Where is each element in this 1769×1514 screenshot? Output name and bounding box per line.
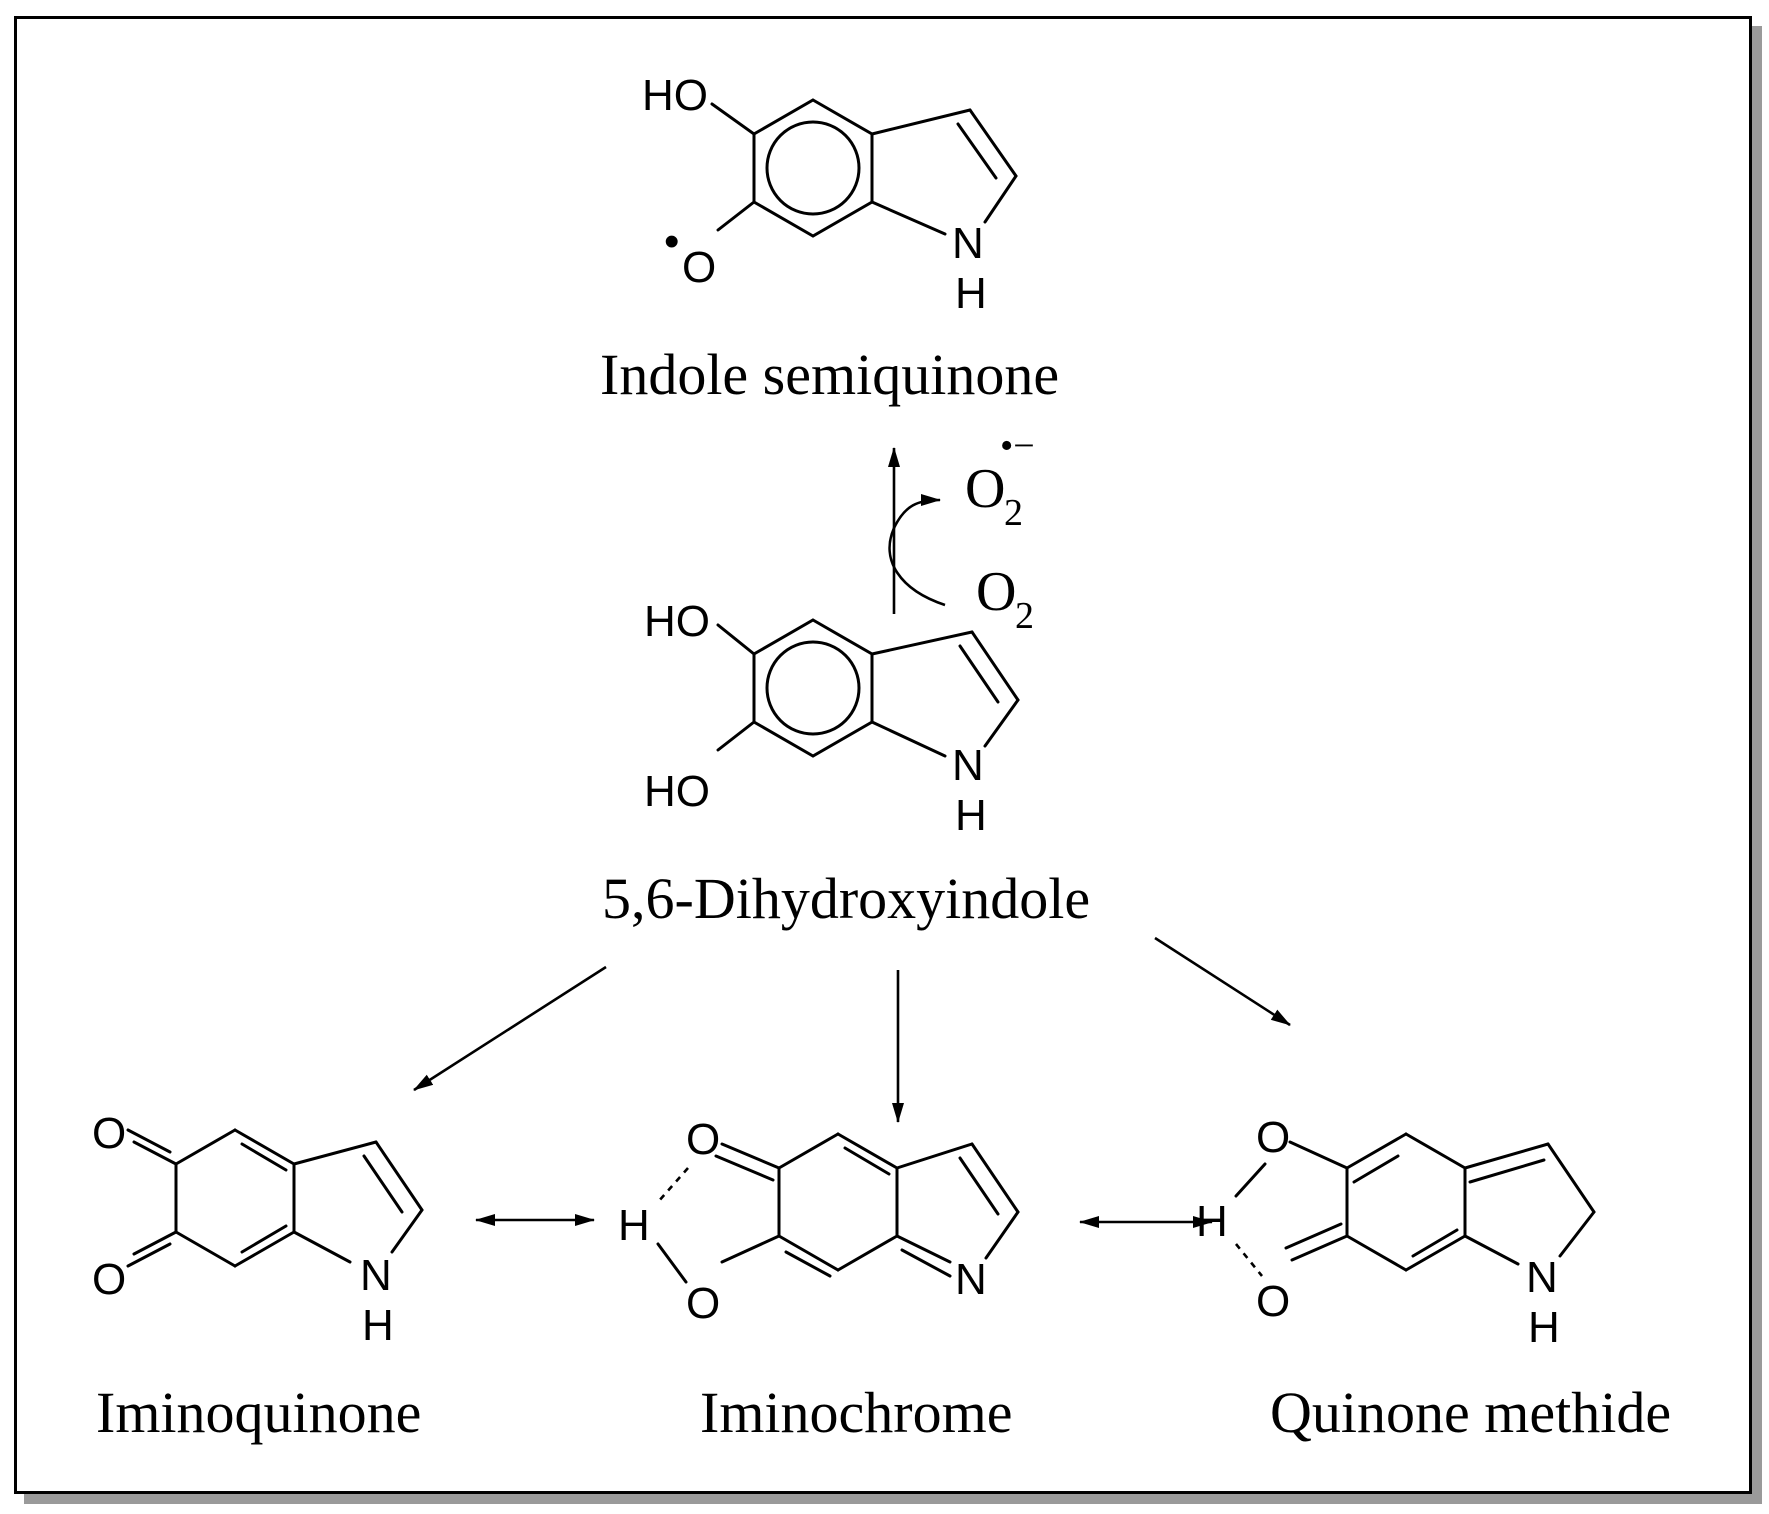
superoxide-subscript: 2: [1004, 492, 1023, 534]
label-iminoquinone: Iminoquinone: [96, 1380, 421, 1445]
atom-o-label: O: [92, 1109, 126, 1158]
label-dihydroxyindole: 5,6-Dihydroxyindole: [602, 866, 1090, 931]
atom-o-label: O: [1256, 1277, 1290, 1326]
oxygen-subscript: 2: [1015, 595, 1034, 637]
atom-h-label: H: [618, 1201, 650, 1250]
indole-semiquinone-structure: HO • O N H: [642, 71, 1018, 318]
superoxide-o: O: [965, 458, 1005, 520]
atom-h-label: H: [955, 269, 987, 318]
atom-h-label: H: [1196, 1197, 1228, 1246]
atom-ho-label: HO: [644, 767, 710, 816]
atom-ho-label: HO: [642, 71, 708, 120]
iminoquinone-structure: O O N H: [92, 1109, 424, 1350]
arrow-to-iminoquinone: [413, 965, 607, 1092]
atom-o-label: O: [1256, 1113, 1290, 1162]
atom-ho-label: HO: [644, 597, 710, 646]
quinone-methide-structure: O H O N H: [1196, 1113, 1596, 1352]
atom-n-label: N: [955, 1255, 987, 1304]
arrow-to-quinone-methide: [1154, 936, 1291, 1027]
diagram-frame: [14, 16, 1752, 1494]
atom-o-label: O: [682, 243, 716, 292]
superoxide-charge: •−: [1000, 425, 1035, 467]
oxidation-step: O 2 •− O 2: [888, 425, 1035, 637]
label-iminochrome: Iminochrome: [700, 1380, 1012, 1445]
atom-o-label: O: [686, 1115, 720, 1164]
radical-dot: •: [664, 217, 679, 266]
oxygen-o: O: [976, 561, 1016, 623]
atom-n-label: N: [360, 1251, 392, 1300]
atom-o-label: O: [92, 1255, 126, 1304]
label-indole-semiquinone: Indole semiquinone: [600, 342, 1059, 407]
label-quinone-methide: Quinone methide: [1270, 1380, 1671, 1445]
iminochrome-structure: O H O N: [618, 1115, 1020, 1328]
dihydroxyindole-structure: HO HO N H: [644, 597, 1020, 840]
atom-h-label: H: [1528, 1303, 1560, 1352]
atom-h-label: H: [955, 791, 987, 840]
atom-o-label: O: [686, 1279, 720, 1328]
atom-n-label: N: [952, 219, 984, 268]
atom-n-label: N: [1526, 1253, 1558, 1302]
atom-h-label: H: [362, 1301, 394, 1350]
atom-n-label: N: [952, 741, 984, 790]
